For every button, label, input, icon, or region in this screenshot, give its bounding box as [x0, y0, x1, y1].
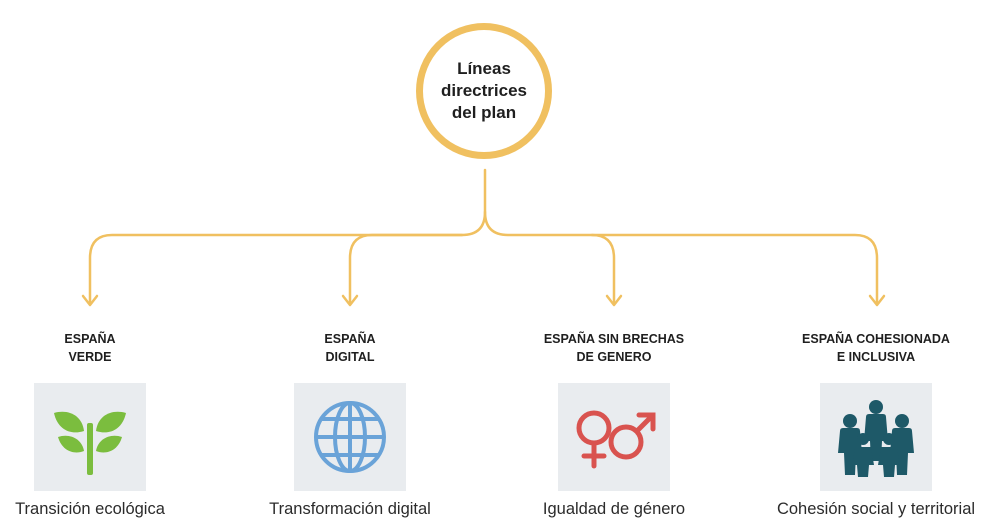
- center-label: Líneas directrices del plan: [441, 59, 527, 122]
- gender-symbols-icon: [576, 410, 656, 469]
- icon-tile: [294, 383, 406, 491]
- icon-tile: [558, 383, 670, 491]
- branch-caption: Transformación digital: [269, 500, 431, 518]
- branch-caption: Cohesión social y territorial: [776, 500, 976, 518]
- branch-title: ESPAÑA COHESIONADA E INCLUSIVA: [802, 332, 950, 364]
- branch-caption: Igualdad de género: [542, 500, 686, 518]
- globe-icon: [314, 401, 386, 473]
- branch-title: ESPAÑA SIN BRECHAS DE GENERO: [543, 332, 685, 364]
- people-group-icon: [838, 400, 914, 477]
- sprout-icon: [54, 411, 126, 475]
- branch-title: ESPAÑA VERDE: [64, 332, 116, 364]
- icon-tile: [34, 383, 146, 491]
- branch-title: ESPAÑA DIGITAL: [324, 332, 376, 364]
- icon-tile: [820, 383, 932, 491]
- center-node: Líneas directrices del plan: [416, 23, 552, 159]
- branch-caption: Transición ecológica: [15, 500, 165, 518]
